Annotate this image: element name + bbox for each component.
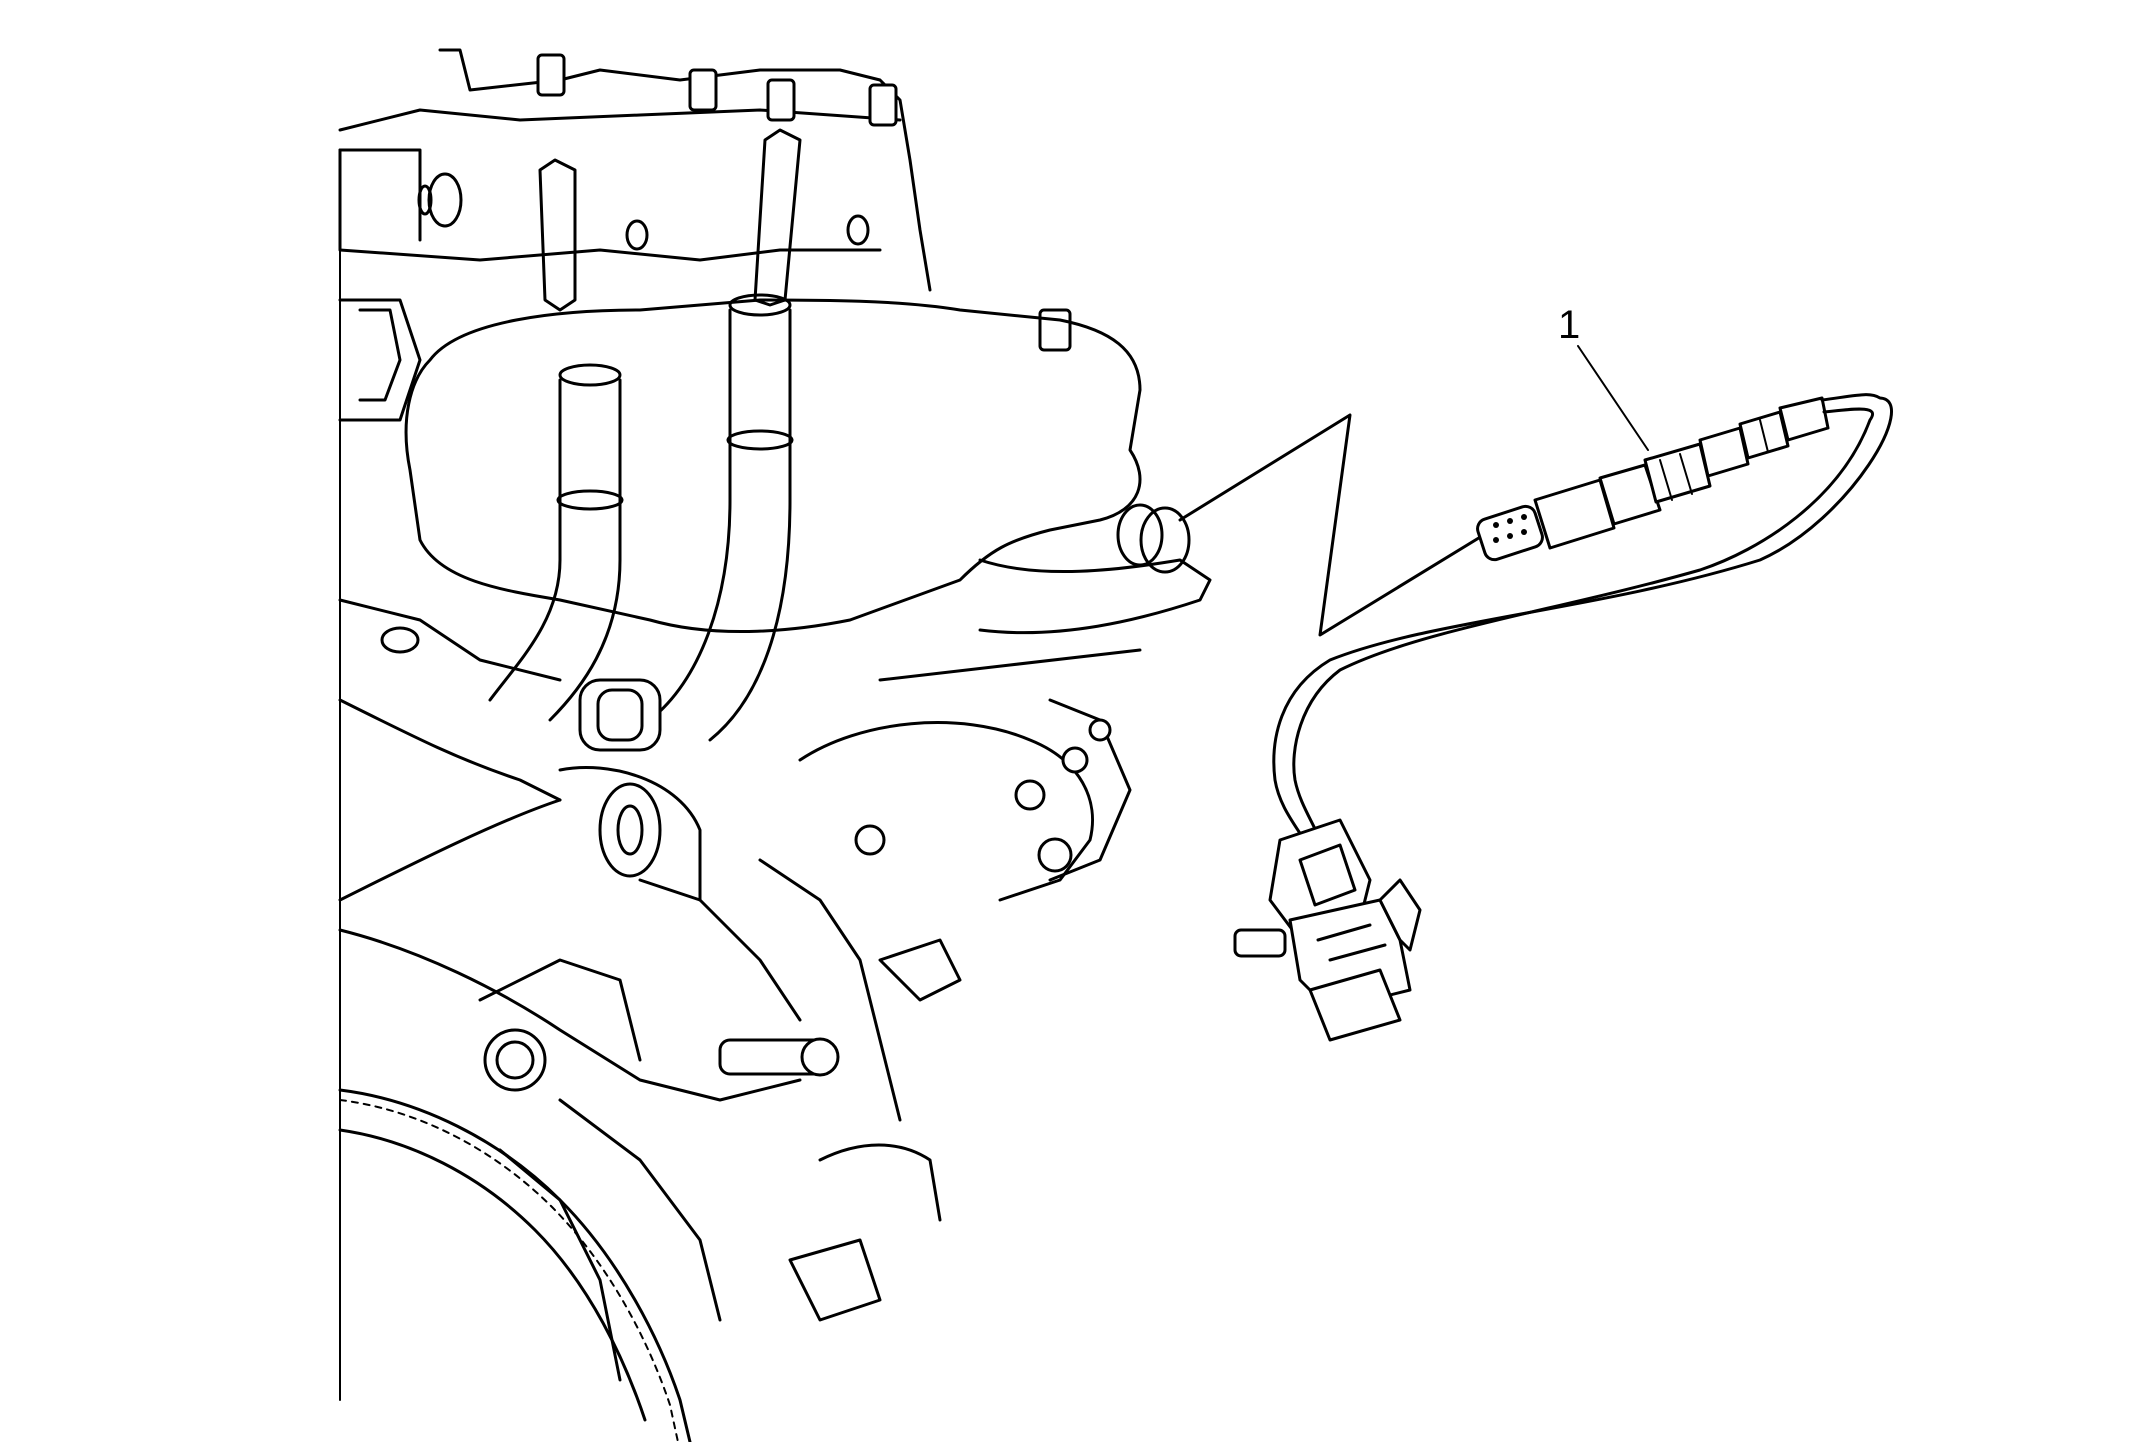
oxygen-sensor: 1 bbox=[1178, 303, 1893, 1042]
intake-bolts bbox=[536, 53, 1072, 352]
engine-assembly bbox=[338, 48, 1212, 1442]
break-line bbox=[1178, 413, 1502, 637]
sensor-wire bbox=[1272, 393, 1893, 852]
sensor-connector bbox=[1233, 818, 1422, 1042]
sensor-body bbox=[1476, 396, 1830, 562]
callout-leader-1 bbox=[1577, 345, 1649, 451]
callout-label-1: 1 bbox=[1558, 303, 1580, 347]
